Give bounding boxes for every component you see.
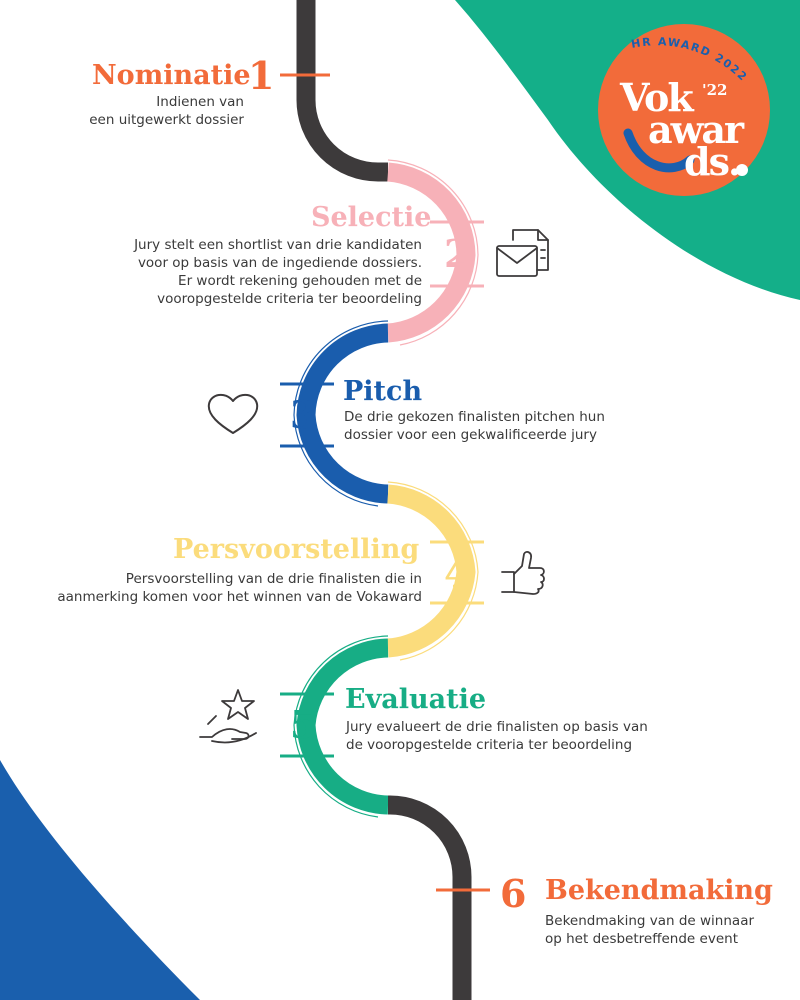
step-1-desc: Indienen van een uitgewerkt dossier	[44, 93, 244, 129]
pipe-segment-6	[388, 795, 472, 1000]
step-5-title: Evaluatie	[345, 684, 487, 715]
step-1-title: Nominatie	[92, 60, 251, 91]
logo-word-vok: Vok	[620, 75, 694, 120]
bottom-left-blue-shape	[0, 760, 200, 1000]
step-3-desc: De drie gekozen finalisten pitchen hun d…	[344, 408, 664, 444]
step-6-title: Bekendmaking	[545, 875, 773, 906]
step-2-desc: Jury stelt een shortlist van drie kandid…	[62, 236, 422, 308]
hand-star-icon	[199, 689, 257, 744]
pipe-outline-2	[387, 159, 479, 346]
pipe-segment-4	[387, 484, 476, 658]
step-2-number: 2	[444, 231, 471, 276]
step-1-desc-line-2: een uitgewerkt dossier	[89, 112, 244, 128]
pipe-segment-5	[296, 638, 389, 815]
step-6-desc-line-2: op het desbetreffende event	[545, 931, 738, 947]
thumbs-up-icon	[501, 551, 545, 595]
step-6-desc-line-1: Bekendmaking van de winnaar	[545, 913, 755, 929]
step-2-desc-line-4: vooropgestelde criteria ter beoordeling	[157, 291, 422, 307]
pipe-outline-3	[293, 320, 389, 507]
step-2-desc-line-1: Jury stelt een shortlist van drie kandid…	[134, 237, 422, 253]
pipe-outline-5	[293, 635, 389, 818]
pipe-segment-3	[296, 323, 389, 504]
step-4-desc-line-1: Persvoorstelling van de drie finalisten …	[125, 571, 422, 587]
step-5-desc-line-1: Jury evalueert de drie finalisten op bas…	[346, 719, 648, 735]
step-4-title: Persvoorstelling	[173, 534, 420, 565]
step-1-desc-line-1: Indienen van	[156, 94, 244, 110]
logo-year-sup: '22	[702, 81, 728, 99]
step-2-desc-line-3: Er wordt rekening gehouden met de	[178, 273, 422, 289]
logo-dot	[736, 164, 748, 176]
timeline-pipe	[296, 0, 476, 1000]
step-2-title: Selectie	[311, 202, 432, 233]
step-5-number: 5	[290, 702, 317, 747]
step-4-desc-line-2: aanmerking komen voor het winnen van de …	[57, 589, 422, 605]
step-3-desc-line-2: dossier voor een gekwalificeerde jury	[344, 427, 597, 443]
step-5-desc-line-2: de vooropgestelde criteria ter beoordeli…	[346, 737, 633, 753]
pipe-segment-1	[296, 0, 388, 182]
tick-marks	[280, 73, 490, 892]
step-6-number: 6	[500, 871, 527, 916]
step-3-number: 3	[290, 392, 317, 437]
pipe-segment-2	[387, 162, 476, 343]
step-5-desc: Jury evalueert de drie finalisten op bas…	[346, 718, 676, 754]
step-3-desc-line-1: De drie gekozen finalisten pitchen hun	[344, 409, 605, 425]
pipe-outline-4	[387, 481, 479, 661]
step-4-number: 4	[444, 551, 471, 596]
step-2-desc-line-2: voor op basis van de ingediende dossiers…	[137, 255, 422, 271]
logo-swoosh-icon	[623, 128, 695, 173]
step-6-desc: Bekendmaking van de winnaar op het desbe…	[545, 912, 785, 948]
logo-word-awar: awar	[648, 107, 744, 152]
logo-word-ds: ds.	[684, 139, 741, 184]
step-3-title: Pitch	[343, 376, 423, 407]
step-4-desc: Persvoorstelling van de drie finalisten …	[22, 570, 422, 606]
step-1-number: 1	[248, 53, 275, 98]
documents-mail-icon	[496, 229, 549, 277]
heart-icon	[207, 393, 259, 434]
vok-awards-logo: HR AWARD 2022	[598, 24, 770, 196]
